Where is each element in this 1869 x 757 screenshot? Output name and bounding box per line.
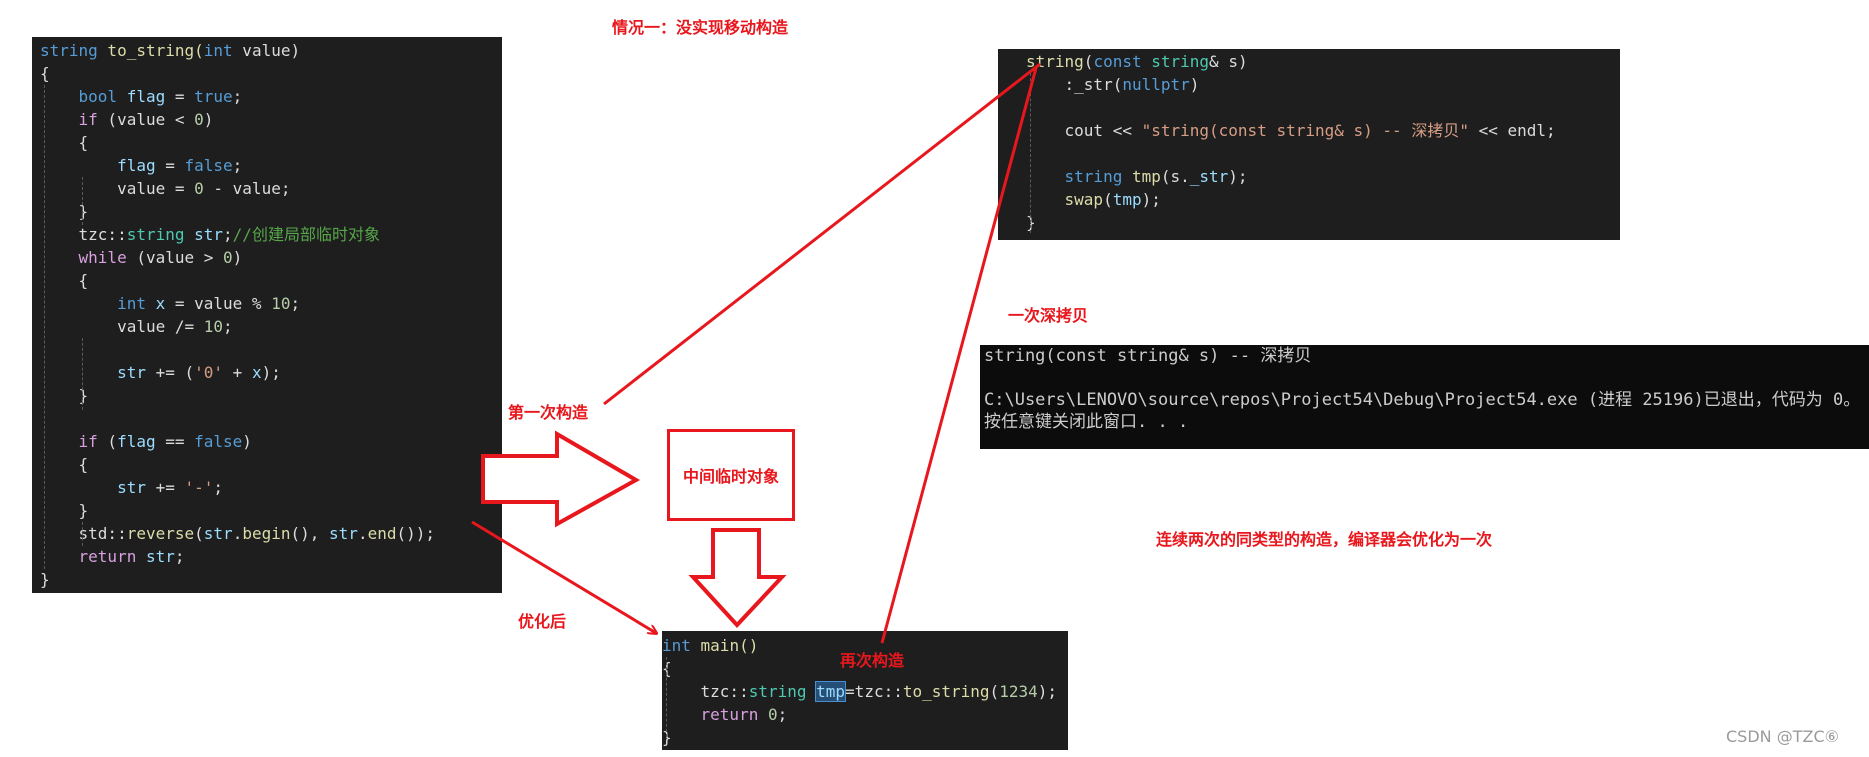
code-line: int x = value % 10; [117,294,301,313]
console-line: string(const string& s) -- 深拷贝 [984,346,1312,366]
code-line: tzc::string str;//创建局部临时对象 [78,225,380,244]
code-line: swap(tmp); [1064,190,1161,209]
first-construct-line [603,62,1041,406]
code-line: return str; [78,547,185,566]
one-deep-copy-annotation: 一次深拷贝 [1008,306,1089,325]
code-line: int main() [662,636,759,655]
code-line: return 0; [700,705,788,724]
case-title-annotation: 情况一：没实现移动构造 [612,18,789,37]
to-string-code-panel: string to_string(int value) { bool flag … [32,37,502,593]
code-line: { [40,64,50,83]
code-line: { [78,133,89,152]
code-line [1026,142,1620,165]
code-line: } [662,728,672,747]
code-line: } [78,501,89,520]
console-line [984,367,1869,389]
code-line [40,338,502,361]
code-line: string to_string(int value) [40,41,301,60]
code-line: flag = false; [117,156,243,175]
selected-variable-tmp: tmp [815,681,847,702]
code-line: string(const string& s) [1026,52,1248,71]
optimization-note-annotation: 连续两次的同类型的构造，编译器会优化为一次 [1156,530,1493,549]
second-construct-annotation: 再次构造 [840,651,905,670]
code-line: value = 0 - value; [117,179,291,198]
code-line: str += ('0' + x); [117,363,281,382]
csdn-watermark: CSDN @TZC⑥ [1726,727,1839,746]
console-line: C:\Users\LENOVO\source\repos\Project54\D… [984,390,1861,410]
optimized-annotation: 优化后 [518,612,567,631]
code-line: string tmp(s._str); [1064,167,1248,186]
temp-object-box: 中间临时对象 [667,429,795,521]
code-line: bool flag = true; [78,87,243,106]
code-line: cout << "string(const string& s) -- 深拷贝"… [1064,121,1556,140]
code-line: } [1026,213,1036,232]
code-line: std::reverse(str.begin(), str.end()); [78,524,436,543]
main-code-panel: int main() { tzc::string tmp=tzc::to_str… [662,631,1068,750]
code-line [40,407,502,430]
console-output-panel: string(const string& s) -- 深拷贝 C:\Users\… [980,345,1869,449]
code-line [1026,96,1620,119]
code-line: } [78,386,89,405]
code-line: if (flag == false) [78,432,252,451]
console-line: 按任意键关闭此窗口. . . [984,412,1189,432]
code-line: tzc::string tmp=tzc::to_string(1234); [700,681,1057,702]
first-construct-annotation: 第一次构造 [508,403,589,422]
code-line: str += '-'; [117,478,224,497]
code-line: :_str(nullptr) [1064,75,1200,94]
code-line: value /= 10; [117,317,233,336]
copy-constructor-code-panel: string(const string& s) :_str(nullptr) c… [998,49,1620,240]
right-hollow-arrow [481,430,641,528]
code-line: while (value > 0) [78,248,243,267]
code-line: } [40,570,50,589]
code-line: } [78,202,89,221]
code-line: { [78,271,89,290]
code-line: { [78,455,89,474]
down-hollow-arrow [688,528,787,628]
temp-object-label: 中间临时对象 [682,467,779,486]
code-line: if (value < 0) [78,110,214,129]
